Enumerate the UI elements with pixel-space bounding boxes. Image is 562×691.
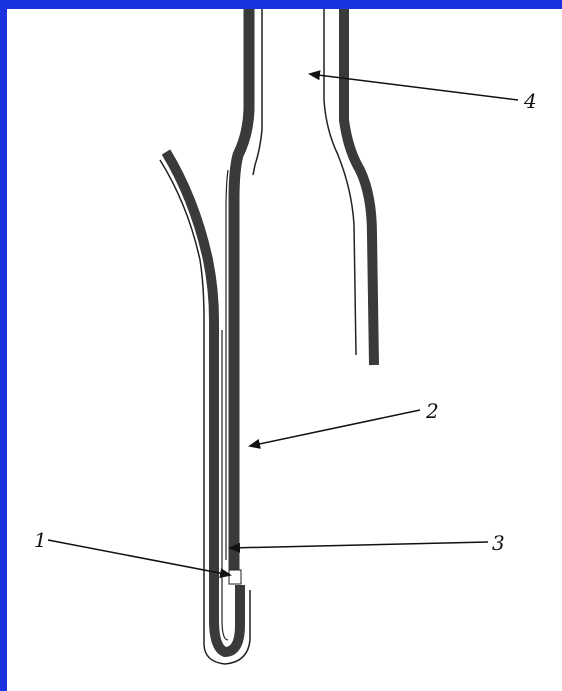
main-tube-outline-left — [226, 170, 228, 560]
main-tube-wall — [234, 9, 249, 580]
callout-arrow-1 — [48, 540, 230, 575]
callout-arrow-3 — [230, 542, 488, 548]
plug-element — [229, 570, 241, 584]
inner-tube-outline — [222, 330, 228, 640]
callout-arrow-2 — [250, 410, 420, 446]
callout-label-1: 1 — [34, 528, 47, 552]
callout-label-2: 2 — [425, 399, 439, 423]
callout-label-3: 3 — [492, 531, 505, 555]
callout-label-4: 4 — [523, 89, 537, 113]
